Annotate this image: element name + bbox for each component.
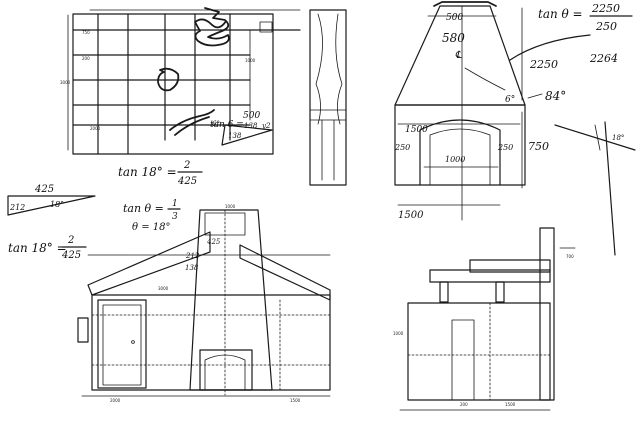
tan-theta-formula-b: tan θ = 1 3 θ = 18°	[123, 199, 181, 233]
elev-2000: 2000	[110, 398, 121, 403]
tan18-a-label: tan 18° =	[118, 165, 177, 179]
top-580-dim: 580	[442, 31, 465, 45]
width-250-left: 250	[394, 143, 410, 152]
height-750: 750	[528, 140, 549, 153]
plan-dim-3000: 3000	[60, 80, 71, 85]
side-elevation: 700 1000 1500 200	[393, 227, 576, 411]
elev-138: 138	[185, 264, 199, 272]
tan-theta-formula-top: tan θ = 2250 250 2250 2264 84°	[509, 2, 633, 103]
tan-b-den: 3	[172, 212, 178, 222]
tan-18-formula-b: tan 18° = 2 425	[8, 235, 87, 261]
tri-212: 212	[9, 203, 25, 212]
tan18-a-den: 425	[177, 176, 197, 187]
vertical-2264: 2264	[589, 52, 618, 65]
tan-6-formula: tan 6 = 138 y2	[210, 120, 271, 130]
frac-2250-num: 2250	[591, 2, 620, 15]
elev-1500: 1500	[290, 398, 301, 403]
angle-84: 84°	[545, 89, 566, 103]
width-250-right: 250	[497, 143, 513, 152]
tan-6-eq: tan 6 =	[210, 120, 244, 130]
elev-1000: 1000	[225, 204, 236, 209]
plan-dim-200: 200	[82, 56, 90, 61]
side-700: 700	[566, 254, 574, 259]
tan-theta-b-label: tan θ =	[123, 202, 164, 215]
tan-theta-a-label: tan θ =	[538, 7, 583, 21]
side-200: 200	[460, 402, 468, 407]
vertical-2250: 2250	[529, 58, 558, 71]
chimney-tall-elevation	[309, 9, 347, 186]
tri2-500: 500	[243, 111, 260, 121]
tan-b-num: 1	[172, 199, 178, 209]
top-cap-dim: 500	[446, 13, 463, 23]
elev-425: 425	[206, 238, 221, 246]
triangle-425: 425 212 18°	[7, 184, 96, 216]
frac-250-den: 250	[595, 20, 617, 33]
angle-detail-right: 18°	[554, 121, 636, 256]
tan-18-formula-a: tan 18° = 2 425	[118, 160, 203, 187]
plan-dim-750: 750	[82, 30, 90, 35]
tri2-138: 138	[228, 132, 242, 140]
width-1000: 1000	[445, 155, 465, 164]
elev-212: 212	[185, 252, 200, 260]
elev-3000: 3000	[158, 286, 169, 291]
tri-18: 18°	[50, 200, 64, 209]
tan18-b-den: 425	[61, 250, 81, 261]
side-1500: 1500	[505, 402, 516, 407]
tan-6-y2: y2	[261, 122, 271, 130]
plan-dim-1000: 1000	[245, 58, 256, 63]
width-1500-mid: 1500	[405, 125, 428, 135]
tan18-b-label: tan 18° =	[8, 241, 67, 255]
framing-plan-sketch: 750 200 3000 1000 2000	[60, 7, 301, 155]
tan-6-frac: 138	[244, 122, 258, 130]
side-1000: 1000	[393, 331, 404, 336]
fireplace-front-elevation: 500 580 ℄ 1500 250 1000 250 750 1500 6°	[394, 1, 549, 221]
tri-425: 425	[34, 184, 54, 195]
scribble-shading	[157, 7, 230, 136]
tan18-a-num: 2	[183, 160, 190, 171]
angle-18-right: 18°	[612, 134, 624, 142]
width-1500-bottom: 1500	[398, 210, 424, 221]
tri2-6: 6°	[212, 120, 220, 128]
angle-6: 6°	[505, 95, 515, 105]
triangle-500: 500 6° 138	[212, 111, 273, 146]
theta-eq-18: θ = 18°	[132, 222, 170, 233]
house-elevation: 425 212 138 1000 3000 2000 1500	[77, 204, 331, 403]
centerline-mark: ℄	[455, 50, 462, 61]
tan18-b-num: 2	[67, 235, 74, 246]
plan-dim-2000: 2000	[90, 126, 101, 131]
